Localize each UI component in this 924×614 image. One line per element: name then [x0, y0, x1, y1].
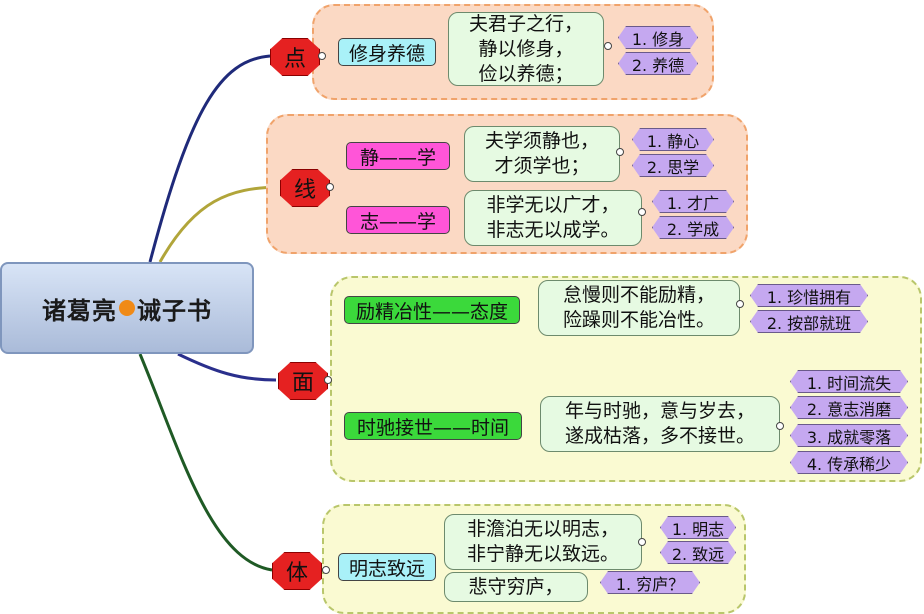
quote-line: 年与时驰，意与岁去， [564, 400, 755, 422]
leaf-chuancheng[interactable]: 4. 传承稀少 [790, 451, 908, 474]
quote-xian-2: 非学无以广才， 非志无以成学。 [464, 190, 642, 246]
quote-line: 非宁静无以致远。 [466, 543, 619, 565]
central-topic[interactable]: 诸葛亮 诫子书 [0, 262, 254, 354]
quote-line: 险躁则不能冶性。 [562, 309, 715, 331]
node-ti[interactable]: 体 [272, 552, 322, 590]
topic-xiushen-yangde[interactable]: 修身养德 [338, 38, 436, 66]
quote-line: 非学无以广才， [486, 194, 620, 216]
collapse-knob[interactable] [638, 208, 646, 216]
leaf-caiguang[interactable]: 1. 才广 [652, 190, 734, 213]
quote-line: 非澹泊无以明志， [466, 518, 619, 540]
leaf-zhiyuan[interactable]: 2. 致远 [660, 541, 736, 564]
quote-line: 遂成枯落，多不接世。 [564, 425, 755, 447]
leaf-qionglu[interactable]: 1. 穷庐？ [600, 571, 700, 594]
topic-mingzhi-zhiyuan[interactable]: 明志致远 [338, 553, 436, 581]
quote-line: 俭以养德； [478, 62, 574, 85]
central-title-part1: 诸葛亮 [42, 296, 117, 325]
quote-ti-1: 非澹泊无以明志， 非宁静无以致远。 [444, 514, 642, 570]
quote-line: 夫学须静也， [484, 130, 599, 152]
node-dian[interactable]: 点 [270, 38, 320, 76]
collapse-knob[interactable] [322, 566, 330, 574]
topic-jing-xue[interactable]: 静——学 [346, 142, 450, 170]
leaf-zhenxi[interactable]: 1. 珍惜拥有 [750, 284, 868, 307]
collapse-knob[interactable] [736, 300, 744, 308]
leaf-xiushen[interactable]: 1. 修身 [618, 26, 698, 49]
connector-dian [148, 54, 271, 263]
collapse-knob[interactable] [616, 148, 624, 156]
leaf-anbu[interactable]: 2. 按部就班 [750, 310, 868, 333]
collapse-knob[interactable] [326, 183, 334, 191]
central-title-part2: 诫子书 [137, 296, 212, 325]
leaf-mingzhi[interactable]: 1. 明志 [660, 516, 736, 539]
leaf-shijian[interactable]: 1. 时间流失 [790, 370, 908, 393]
collapse-knob[interactable] [776, 422, 784, 430]
orange-dot-icon [119, 300, 135, 316]
connector-ti [138, 353, 273, 572]
quote-dian-1: 夫君子之行， 静以修身， 俭以养德； [448, 12, 604, 86]
collapse-knob[interactable] [318, 52, 326, 60]
quote-line: 才须学也； [494, 155, 590, 177]
leaf-chengjiu[interactable]: 3. 成就零落 [790, 424, 908, 447]
quote-line: 静以修身， [478, 37, 574, 60]
leaf-yizhi[interactable]: 2. 意志消磨 [790, 396, 908, 419]
quote-line: 怠慢则不能励精， [562, 284, 715, 306]
collapse-knob[interactable] [324, 376, 332, 384]
leaf-xuecheng[interactable]: 2. 学成 [652, 216, 734, 239]
topic-zhi-xue[interactable]: 志——学 [346, 206, 450, 234]
topic-lijing-yexing[interactable]: 励精冶性——态度 [344, 296, 520, 324]
quote-mian-1: 怠慢则不能励精， 险躁则不能冶性。 [538, 280, 740, 336]
leaf-sixue[interactable]: 2. 思学 [632, 154, 714, 177]
connector-xian [158, 185, 279, 263]
leaf-yangde[interactable]: 2. 养德 [618, 52, 698, 75]
quote-xian-1: 夫学须静也， 才须学也； [464, 126, 620, 182]
quote-mian-2: 年与时驰，意与岁去， 遂成枯落，多不接世。 [540, 396, 780, 452]
topic-shichi-jieshi[interactable]: 时驰接世——时间 [344, 412, 522, 440]
quote-ti-2: 悲守穷庐， [444, 572, 588, 602]
quote-line: 悲守穷庐， [468, 575, 564, 598]
collapse-knob[interactable] [638, 538, 646, 546]
quote-line: 非志无以成学。 [486, 219, 620, 241]
collapse-knob[interactable] [604, 42, 612, 50]
leaf-jingxin[interactable]: 1. 静心 [632, 128, 714, 151]
node-mian[interactable]: 面 [278, 362, 328, 400]
quote-line: 夫君子之行， [468, 12, 583, 35]
node-xian[interactable]: 线 [280, 169, 330, 207]
connector-mian [177, 352, 277, 382]
